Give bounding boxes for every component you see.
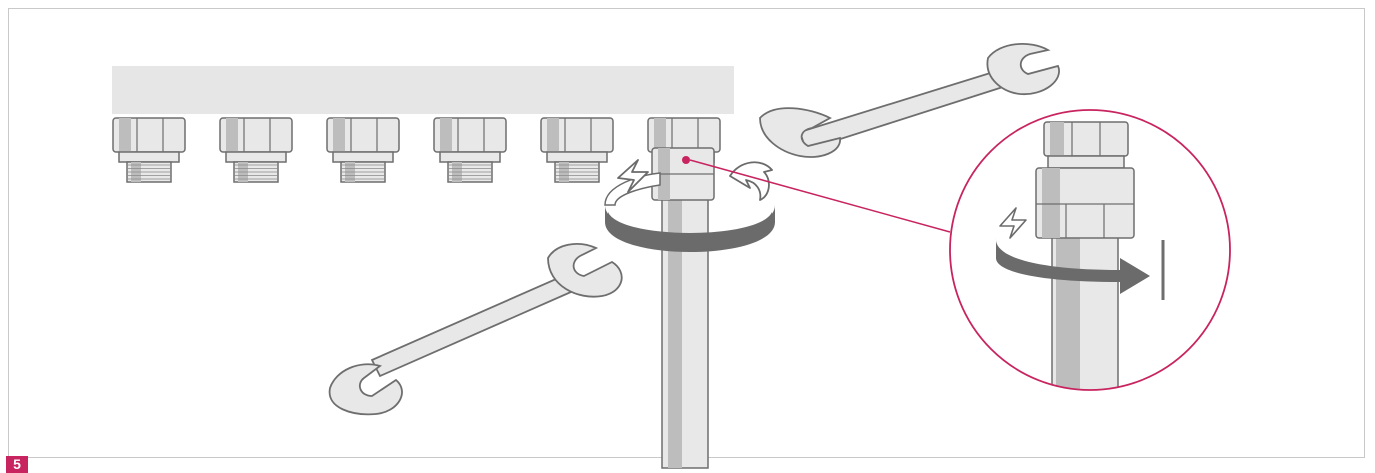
- manifold-fitting: [540, 117, 614, 183]
- tighten-arrow-icon: [995, 207, 1165, 300]
- manifold-fitting: [433, 117, 507, 183]
- upper-wrench: [759, 43, 1060, 158]
- detail-marker: [682, 156, 690, 164]
- step-number: 5: [13, 456, 21, 472]
- lower-wrench: [328, 243, 623, 416]
- rotation-arrow-icon: [604, 159, 775, 252]
- manifold-fittings: [112, 117, 721, 183]
- step-badge-bg: [6, 456, 28, 473]
- manifold-fitting: [326, 117, 400, 183]
- connected-pipe: [661, 167, 709, 469]
- manifold-bar: [112, 66, 734, 114]
- detail-circle: [949, 109, 1231, 391]
- manifold-fitting: [219, 117, 293, 183]
- compression-nut: [651, 147, 715, 201]
- detail-connector-line: [689, 159, 951, 233]
- manifold-fitting: [112, 117, 186, 183]
